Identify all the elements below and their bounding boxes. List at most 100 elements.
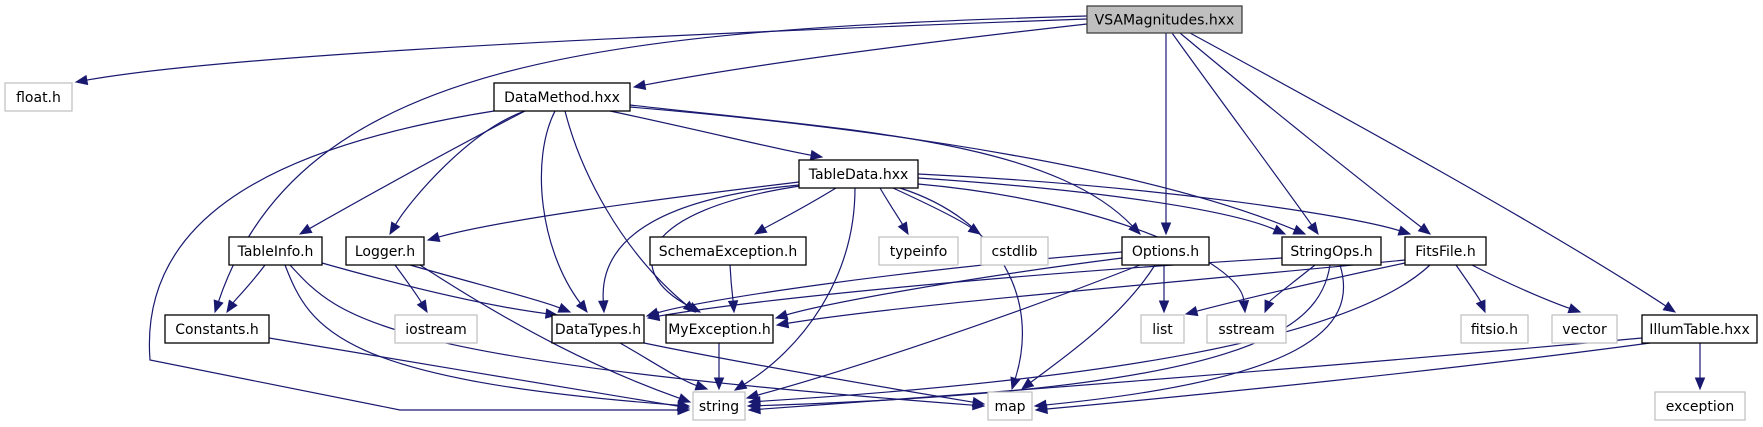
node-map: map <box>987 391 1033 421</box>
node-label: Constants.h <box>175 322 259 338</box>
arrowhead-icon <box>1567 303 1582 314</box>
node-box[interactable] <box>1404 236 1487 266</box>
arrowhead-icon <box>575 299 588 314</box>
edges-layer <box>74 15 1706 416</box>
node-box[interactable] <box>551 314 645 344</box>
node-fitsfile[interactable]: FitsFile.h <box>1404 236 1487 266</box>
edge-vsamagnitudes-to-float <box>74 18 1088 86</box>
node-schemaexception[interactable]: SchemaException.h <box>649 236 807 266</box>
edge-options-to-myexception <box>774 257 1123 320</box>
node-box <box>1460 314 1529 344</box>
edge-myexception-to-string <box>713 342 725 391</box>
arrowhead-icon <box>774 309 789 320</box>
edge-line <box>1471 264 1570 309</box>
edge-logger-to-string <box>419 264 692 404</box>
node-label: float.h <box>16 90 61 106</box>
arrowhead-icon <box>745 389 760 401</box>
edge-logger-to-datatypes <box>409 264 572 313</box>
arrowhead-icon <box>1034 403 1048 415</box>
node-myexception[interactable]: MyException.h <box>665 314 774 344</box>
node-box[interactable] <box>1121 236 1210 266</box>
node-box[interactable] <box>798 159 919 189</box>
edge-line <box>419 264 680 399</box>
node-box <box>878 236 959 266</box>
node-vsamagnitudes[interactable]: VSAMagnitudes.hxx <box>1086 5 1243 34</box>
edge-line <box>284 264 679 406</box>
edge-line <box>438 181 800 238</box>
arrowhead-icon <box>809 149 824 161</box>
node-datatypes[interactable]: DataTypes.h <box>551 314 645 344</box>
arrowhead-icon <box>213 299 224 314</box>
node-box[interactable] <box>649 236 807 266</box>
node-box[interactable] <box>493 82 631 112</box>
arrowhead-icon <box>632 79 647 91</box>
edge-line <box>309 110 526 230</box>
edge-line <box>757 264 1141 396</box>
arrowhead-icon <box>1475 299 1486 314</box>
arrowhead-icon <box>1662 301 1677 313</box>
node-box[interactable] <box>1281 236 1382 266</box>
node-box <box>4 82 73 112</box>
node-datamethod[interactable]: DataMethod.hxx <box>493 82 631 112</box>
arrowhead-icon <box>1184 305 1199 317</box>
node-box[interactable] <box>228 236 323 266</box>
node-logger[interactable]: Logger.h <box>345 236 425 266</box>
edge-logger-to-iostream <box>394 264 428 314</box>
edge-tabledata-to-typeinfo <box>879 187 909 236</box>
node-sstream: sstream <box>1206 314 1287 344</box>
arrowhead-icon <box>1264 299 1275 314</box>
arrowhead-icon <box>1272 224 1287 235</box>
edge-schemaexception-to-myexception <box>727 264 739 314</box>
node-box[interactable] <box>1641 314 1758 344</box>
node-box <box>692 391 746 421</box>
edge-vsamagnitudes-to-datamethod <box>632 23 1088 91</box>
arrowhead-icon <box>677 393 692 404</box>
node-float: float.h <box>4 82 73 112</box>
node-label: TableData.hxx <box>808 167 909 183</box>
node-box[interactable] <box>164 314 270 344</box>
edge-illumtable-to-string <box>747 337 1643 415</box>
arrowhead-icon <box>1020 377 1035 390</box>
edge-datamethod-to-datatypes <box>540 110 588 314</box>
arrowhead-icon <box>727 300 739 314</box>
arrowhead-icon <box>1160 222 1172 236</box>
node-stringops[interactable]: StringOps.h <box>1281 236 1382 266</box>
node-box[interactable] <box>665 314 774 344</box>
node-box <box>1551 314 1618 344</box>
node-label: StringOps.h <box>1290 244 1372 260</box>
edge-line <box>759 337 1643 410</box>
edge-line <box>1179 32 1422 228</box>
node-box <box>1654 391 1746 421</box>
node-box[interactable] <box>1086 5 1243 34</box>
edge-fitsfile-to-vector <box>1471 264 1582 314</box>
node-box <box>987 391 1033 421</box>
edge-tabledata-to-schemaexception <box>753 187 837 235</box>
node-options[interactable]: Options.h <box>1121 236 1210 266</box>
edge-line <box>629 104 1133 227</box>
node-cstdlib: cstdlib <box>980 236 1049 266</box>
node-iostream: iostream <box>394 314 478 344</box>
arrowhead-icon <box>226 299 238 314</box>
edge-options-to-string <box>745 264 1141 401</box>
node-box[interactable] <box>345 236 425 266</box>
edge-options-to-list <box>1158 264 1170 314</box>
edge-line <box>609 110 812 156</box>
arrowhead-icon <box>557 302 572 313</box>
edge-fitsfile-to-string <box>747 264 1431 407</box>
edge-illumtable-to-map <box>1034 342 1651 415</box>
node-tabledata[interactable]: TableData.hxx <box>798 159 919 189</box>
edge-illumtable-to-exception <box>1694 342 1706 391</box>
edge-line <box>917 177 1276 231</box>
edge-line <box>786 257 1123 316</box>
node-label: map <box>994 399 1025 415</box>
arrowhead-icon <box>1694 377 1706 391</box>
arrowhead-icon <box>676 400 691 412</box>
edge-line <box>321 262 547 315</box>
node-constants[interactable]: Constants.h <box>164 314 270 344</box>
edge-fitsfile-to-list <box>1184 262 1406 317</box>
arrowhead-icon <box>694 380 709 391</box>
node-label: DataMethod.hxx <box>504 90 620 106</box>
node-tableinfo[interactable]: TableInfo.h <box>228 236 323 266</box>
node-illumtable[interactable]: IllumTable.hxx <box>1641 314 1758 344</box>
